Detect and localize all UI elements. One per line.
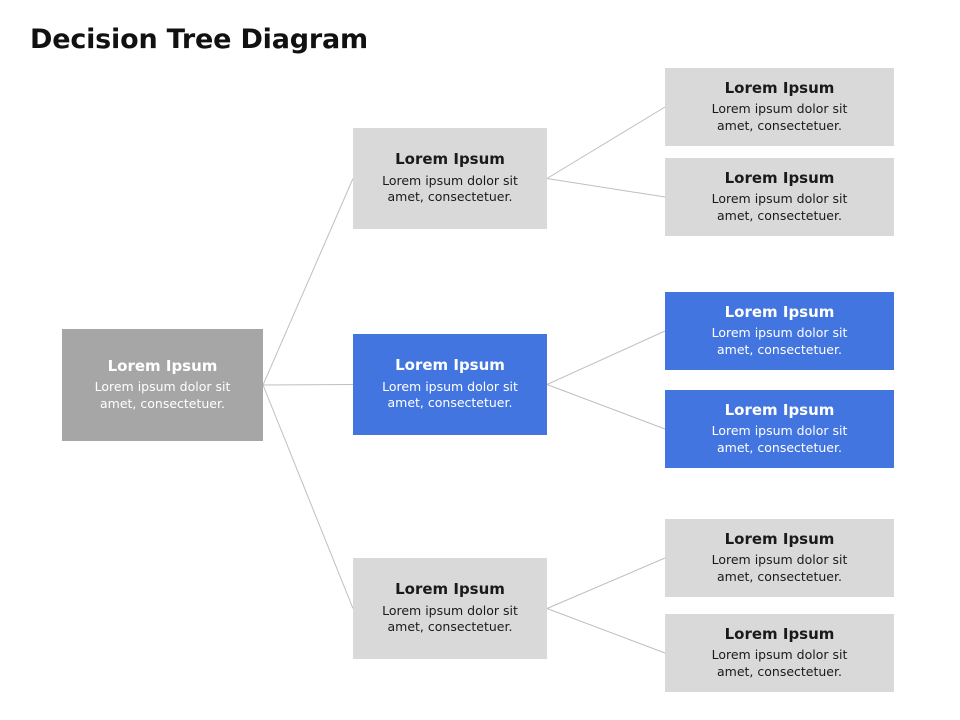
- node-root-description-line1: Lorem ipsum dolor sit: [94, 379, 231, 395]
- node-branch-0-description-line2: amet, consectetuer.: [387, 189, 513, 205]
- node-leaf-3-description: Lorem ipsum dolor sit amet, consectetuer…: [712, 423, 848, 456]
- node-leaf-2-description-line1: Lorem ipsum dolor sit: [711, 325, 848, 341]
- node-leaf-5-description-line1: Lorem ipsum dolor sit: [711, 647, 848, 663]
- page-title: Decision Tree Diagram: [30, 24, 368, 55]
- node-branch-0-title: Lorem Ipsum: [395, 150, 505, 169]
- node-leaf-2-description: Lorem ipsum dolor sit amet, consectetuer…: [712, 325, 848, 358]
- node-leaf-5-description: Lorem ipsum dolor sit amet, consectetuer…: [712, 647, 848, 680]
- node-branch-2-title: Lorem Ipsum: [395, 580, 505, 599]
- node-leaf-4-description-line2: amet, consectetuer.: [717, 568, 842, 584]
- node-branch-2-description-line2: amet, consectetuer.: [387, 619, 513, 635]
- node-leaf-0-description-line1: Lorem ipsum dolor sit: [711, 101, 848, 117]
- connector-branch-2-leaf-4: [546, 557, 666, 609]
- node-leaf-5-description-line2: amet, consectetuer.: [717, 663, 842, 679]
- node-branch-0[interactable]: Lorem Ipsum Lorem ipsum dolor sit amet, …: [353, 128, 547, 229]
- connector-root-branch-2: [262, 384, 354, 609]
- node-branch-2-description: Lorem ipsum dolor sit amet, consectetuer…: [382, 603, 518, 636]
- node-root-title: Lorem Ipsum: [107, 356, 218, 375]
- connector-branch-1-leaf-3: [546, 384, 666, 430]
- node-branch-1-description-line2: amet, consectetuer.: [387, 395, 513, 411]
- connector-root-branch-1: [262, 384, 354, 386]
- connector-branch-2-leaf-5: [546, 608, 666, 654]
- node-branch-1-description: Lorem ipsum dolor sit amet, consectetuer…: [382, 379, 518, 412]
- connector-branch-0-leaf-1: [546, 178, 666, 198]
- node-leaf-1-title: Lorem Ipsum: [724, 168, 835, 187]
- node-root[interactable]: Lorem Ipsum Lorem ipsum dolor sit amet, …: [62, 329, 263, 441]
- node-root-description: Lorem ipsum dolor sit amet, consectetuer…: [95, 379, 231, 412]
- node-leaf-3-description-line1: Lorem ipsum dolor sit: [711, 423, 848, 439]
- node-leaf-2-title: Lorem Ipsum: [724, 302, 835, 321]
- node-leaf-3-title: Lorem Ipsum: [724, 400, 835, 419]
- node-leaf-1-description: Lorem ipsum dolor sit amet, consectetuer…: [712, 191, 848, 224]
- node-leaf-2-description-line2: amet, consectetuer.: [717, 341, 842, 357]
- node-branch-2-description-line1: Lorem ipsum dolor sit: [382, 602, 518, 618]
- node-leaf-0-description-line2: amet, consectetuer.: [717, 117, 842, 133]
- node-leaf-5-title: Lorem Ipsum: [724, 624, 835, 643]
- node-leaf-4-description: Lorem ipsum dolor sit amet, consectetuer…: [712, 552, 848, 585]
- node-leaf-3-description-line2: amet, consectetuer.: [717, 439, 842, 455]
- node-leaf-5[interactable]: Lorem Ipsum Lorem ipsum dolor sit amet, …: [665, 614, 894, 692]
- node-leaf-0-description: Lorem ipsum dolor sit amet, consectetuer…: [712, 101, 848, 134]
- node-leaf-0[interactable]: Lorem Ipsum Lorem ipsum dolor sit amet, …: [665, 68, 894, 146]
- connector-root-branch-0: [262, 178, 354, 386]
- node-leaf-1-description-line2: amet, consectetuer.: [717, 207, 842, 223]
- node-leaf-0-title: Lorem Ipsum: [724, 78, 835, 97]
- node-leaf-3[interactable]: Lorem Ipsum Lorem ipsum dolor sit amet, …: [665, 390, 894, 468]
- node-leaf-4-title: Lorem Ipsum: [724, 529, 835, 548]
- node-branch-0-description-line1: Lorem ipsum dolor sit: [382, 172, 518, 188]
- node-branch-1[interactable]: Lorem Ipsum Lorem ipsum dolor sit amet, …: [353, 334, 547, 435]
- connector-branch-0-leaf-0: [546, 106, 666, 179]
- node-branch-2[interactable]: Lorem Ipsum Lorem ipsum dolor sit amet, …: [353, 558, 547, 659]
- node-leaf-4[interactable]: Lorem Ipsum Lorem ipsum dolor sit amet, …: [665, 519, 894, 597]
- connector-branch-1-leaf-2: [546, 330, 666, 385]
- node-branch-1-title: Lorem Ipsum: [395, 356, 505, 375]
- node-leaf-2[interactable]: Lorem Ipsum Lorem ipsum dolor sit amet, …: [665, 292, 894, 370]
- node-leaf-1-description-line1: Lorem ipsum dolor sit: [711, 191, 848, 207]
- node-branch-0-description: Lorem ipsum dolor sit amet, consectetuer…: [382, 173, 518, 206]
- node-leaf-4-description-line1: Lorem ipsum dolor sit: [711, 552, 848, 568]
- node-root-description-line2: amet, consectetuer.: [100, 395, 225, 411]
- node-branch-1-description-line1: Lorem ipsum dolor sit: [382, 378, 518, 394]
- node-leaf-1[interactable]: Lorem Ipsum Lorem ipsum dolor sit amet, …: [665, 158, 894, 236]
